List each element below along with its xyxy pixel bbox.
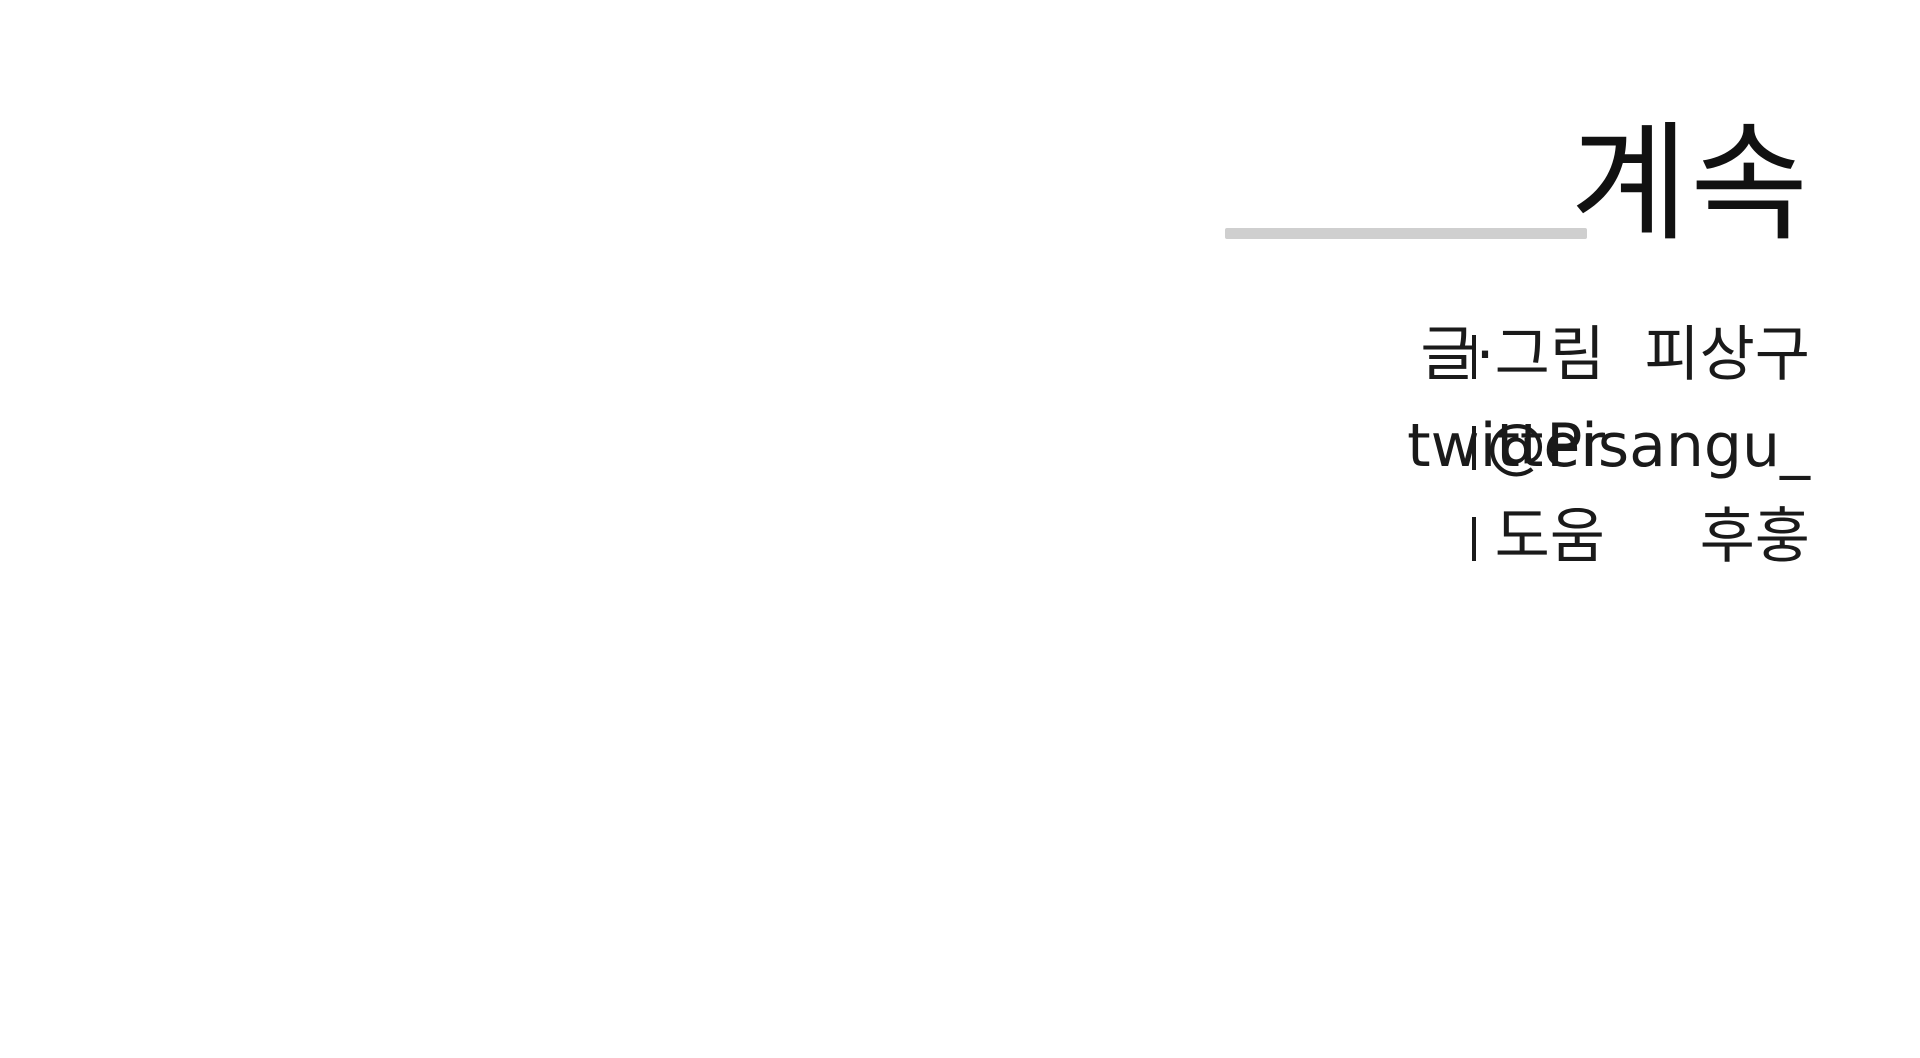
credit-label: 글·그림 bbox=[1420, 320, 1605, 390]
to-be-continued-title: 계속 bbox=[1570, 110, 1810, 259]
credit-row-assistant: 도움 후훙 bbox=[1220, 497, 1810, 577]
credit-label: 도움 bbox=[1494, 502, 1605, 572]
credits-panel: 계속 글·그림 피상구 twitter @Pisangu_ 도움 후훙 bbox=[1220, 110, 1810, 590]
credit-separator bbox=[1472, 517, 1476, 561]
credit-value: 피상구 bbox=[1644, 320, 1810, 390]
twitter-handle: @Pisangu_ bbox=[1486, 411, 1810, 481]
credit-separator bbox=[1472, 335, 1476, 379]
title-underline-rule bbox=[1225, 228, 1587, 239]
credit-row-twitter: twitter @Pisangu_ bbox=[1220, 406, 1810, 486]
credit-separator bbox=[1472, 426, 1476, 470]
credit-label: twitter bbox=[1407, 411, 1605, 481]
credit-row-story-art: 글·그림 피상구 bbox=[1220, 315, 1810, 395]
credit-value: 후훙 bbox=[1699, 502, 1810, 572]
